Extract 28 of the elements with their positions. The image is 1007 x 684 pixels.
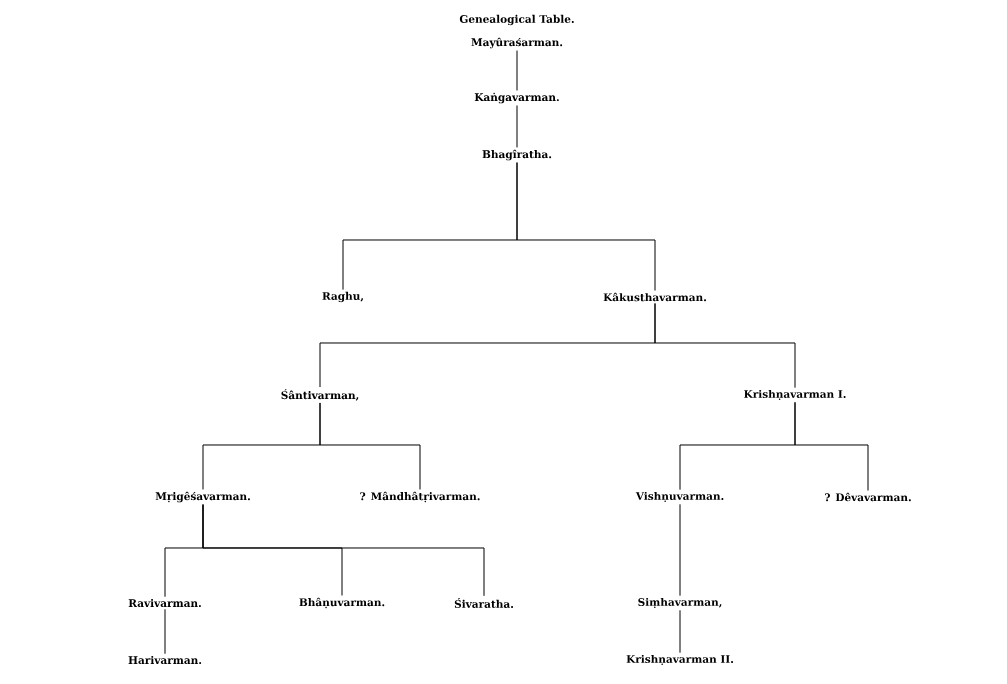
name-label: Śivaratha. (454, 598, 514, 608)
name-label: Mayûraśarman. (471, 37, 563, 49)
name-label: Kaṅgavarman. (474, 92, 559, 104)
title: Genealogical Table. (459, 14, 574, 26)
name-label: Krishṇavarman I. (744, 389, 846, 401)
name-label: Krishṇavarman II. (626, 654, 734, 666)
name-label: Bhagîratha. (482, 149, 552, 161)
connector-line (516, 105, 518, 148)
name-label: Bhâṇuvarman. (299, 597, 385, 609)
name-label: Ravivarman. (128, 598, 201, 608)
name-label: ? Dêvavarman. (825, 492, 911, 502)
name-label: Kâkusthavarman. (603, 292, 706, 302)
connector-line (794, 401, 869, 491)
name-label: Harivarman. (128, 655, 202, 665)
name-label: Vishṇuvarman. (635, 491, 724, 503)
connector-line (654, 302, 796, 389)
name-label: Śântivarman, (281, 389, 359, 401)
connector-line (679, 503, 681, 597)
connector-line (164, 608, 166, 655)
connector-line (319, 402, 421, 490)
name-label: Raghu, (322, 291, 363, 303)
name-label: Siṃhavarman, (638, 597, 722, 609)
connector-line (202, 504, 485, 597)
name-label: Mṛigêśavarman. (155, 491, 250, 503)
connector-line (679, 609, 681, 654)
connector-line (516, 50, 518, 91)
connector-line (516, 162, 656, 291)
name-label: ? Mândhâtṛivarman. (360, 491, 480, 503)
